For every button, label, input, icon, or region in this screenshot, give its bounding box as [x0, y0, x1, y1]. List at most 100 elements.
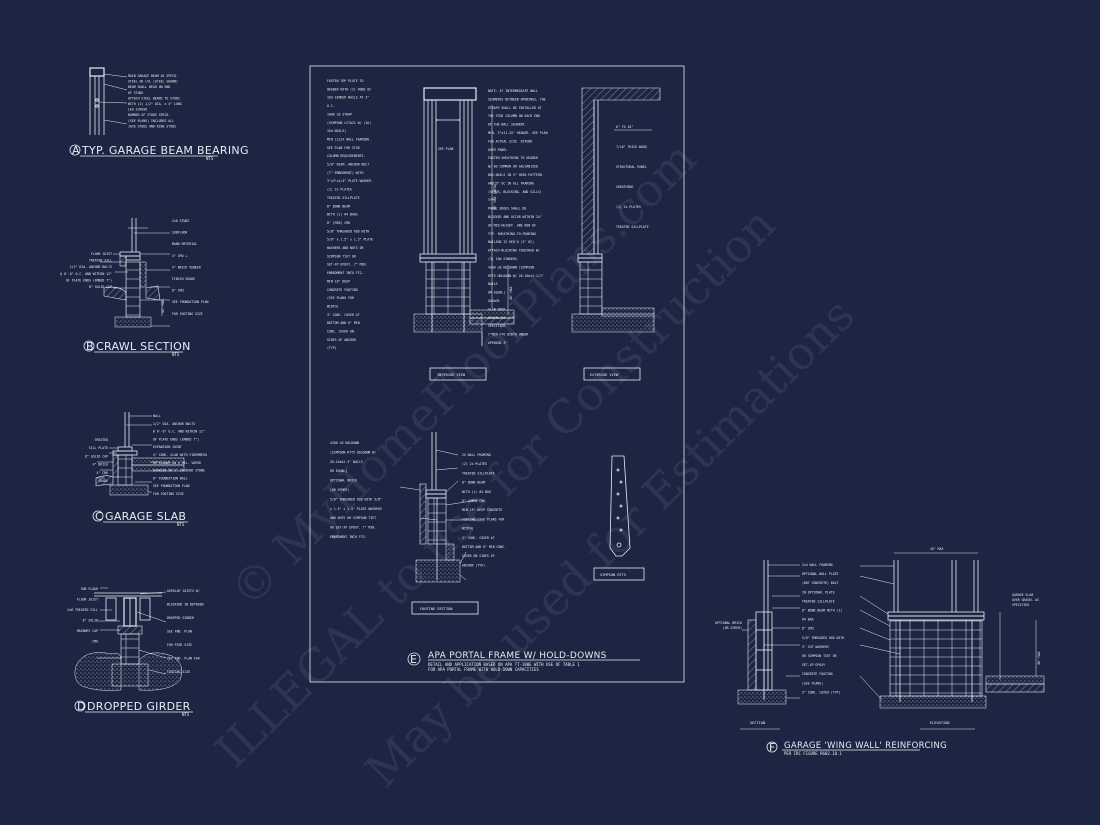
note-text: EXPANSION JOINT: [153, 445, 182, 449]
note-text: (2) 2x PLATES: [616, 205, 641, 209]
note-text: 4200 LB HOLDOWN (SIMPSON: [488, 265, 534, 269]
note-text: 3"x3"x1/4" PLATE WASHER.: [327, 179, 373, 183]
note-text: 2X WALL FRAMING: [462, 453, 491, 457]
note-text: (SIMPSON HTT5 HOLDOWN W/: [330, 450, 376, 454]
note-text: OPTIONAL WALL PLATE: [802, 572, 839, 576]
note-text: AND 3" OC IN ALL FRAMING: [488, 181, 534, 185]
note-text: BOTTOM AND 6" MIN: [327, 321, 360, 325]
detail-f-subtitle: PER IRC FIGURE R602.10.1: [784, 751, 842, 756]
note-text: OR SET-XP EPOXY. 7" MIN.: [330, 526, 376, 530]
note-text: SEGMENTS BETWEEN OPENINGS, THE: [488, 97, 546, 101]
label-simpson-htt5: SIMPSON HTT5: [600, 573, 626, 577]
note-text: SLAB OVER: [488, 307, 505, 311]
elevation-dim-side: 48" MAX: [1037, 651, 1041, 665]
detail-e-subtitle1: DETAIL AND APPLICATION BASED ON APA TT-1…: [428, 662, 580, 667]
note-text: BAND MATERIAL: [172, 242, 197, 246]
note-text: PANEL EDGES SHALL BE: [488, 207, 526, 211]
note-text: OR EQUAL): [488, 291, 505, 295]
note-text: FLOOR JOIST: [91, 252, 112, 256]
note-text: WIDTH): [327, 304, 339, 308]
note-text: SEE FND. PLAN FOR: [167, 657, 200, 661]
note-text: 8" CMU: [172, 289, 184, 293]
note-text: CONCRETE FOOTING: [802, 672, 833, 676]
note-text: OR SIMPSON TIET OR: [802, 654, 837, 658]
note-text: WALL: [153, 414, 161, 418]
note-text: 8" (MIN) CMU: [462, 499, 485, 503]
note-text: TYP.: [488, 198, 496, 202]
note-text: FINISH GRADE: [172, 277, 195, 281]
note-text: (TYP): [327, 346, 337, 350]
note-text: MIN. 3"x11.25" HEADER. SEE PLAN: [488, 131, 548, 135]
note-text: (STUDS, BLOCKING, AND SILLS): [488, 190, 542, 194]
note-text: FOR FOOTING SIZE: [153, 492, 184, 496]
note-text: OVER GRAVEL AS: [1012, 598, 1039, 602]
note-text: SET-XP EPOXY: [802, 663, 825, 667]
note-text: ANCHOR (TYP): [462, 563, 485, 567]
note-text: ATTACH BLOCKING TOGETHER W/: [488, 249, 540, 253]
note-text: (SEE PLANS): [802, 681, 823, 685]
footing-section: FOOTING SECTION: [399, 432, 479, 615]
note-text: TREATED SILLPLATE: [327, 196, 360, 200]
note-text: TYP. SHEATHING-TO-FRAMING: [488, 232, 536, 236]
interior-dim-low: 48" MAX: [509, 286, 513, 300]
note-text: EMBEDMENT INTO FTG.: [327, 271, 364, 275]
note-text: DROPPED GIRDER: [167, 616, 194, 620]
note-text: SPECIFIED: [1012, 603, 1029, 607]
note-text: 8" CMU: [802, 627, 814, 631]
label-exterior-view: EXTERIOR VIEW: [590, 373, 619, 377]
detail-f-letter: F: [769, 741, 776, 754]
note-text: MIN (2)2X WALL FRAMING.: [327, 137, 371, 141]
note-text: SILL PLATE: [89, 446, 108, 450]
elevation-dim-top: 16" MAX: [930, 547, 944, 551]
note-text: BARRIER ON 4" CRUSHED STONE: [153, 469, 205, 473]
note-text: LAG SCREWS: [128, 108, 147, 112]
note-text: FLOOR JOIST: [77, 598, 98, 602]
note-text: STEEL OR LVL (STEEL SHOWN): [128, 80, 178, 84]
note-text: OVER PANEL: [488, 148, 507, 152]
note-text: OF MID-HEIGHT. ONE ROW OF: [488, 223, 536, 227]
note-text: SEE FOUNDATION PLAN: [172, 300, 209, 304]
note-text: 2x4 WALL FRAMING: [802, 563, 833, 567]
note-text: JACK STUDS AND KING STUDS: [128, 124, 176, 128]
note-text: 2x6 TREATED SILL: [67, 608, 98, 612]
note-text: GRAVEL AS: [488, 316, 505, 320]
note-text: 2x6 STUDS: [172, 219, 189, 223]
detail-d-title: DROPPED GIRDER: [87, 700, 191, 713]
note-text: IN OPTIONAL PLATE: [802, 590, 835, 594]
detail-b-letter: B: [86, 340, 94, 353]
note-text: (SIMPSON LSTA21 W/ (16): [327, 121, 371, 125]
detail-e-border: [309, 65, 685, 683]
label-interior-view: INTERIOR VIEW: [437, 373, 466, 377]
note-text: NOTE: AT INTERMEDIATE WALL: [488, 89, 538, 93]
note-text: 6" TO 18": [616, 125, 633, 129]
exterior-view: EXTERIOR VIEW: [571, 87, 661, 381]
note-text: GARAGE SLAB: [1012, 593, 1033, 597]
note-text: COVER ON SIDES OF: [462, 554, 495, 558]
note-text: TREATED SILL: [89, 259, 112, 263]
label-section: SECTION: [750, 721, 765, 725]
note-text: 5/8" THREADED ROD WITH: [802, 636, 844, 640]
note-text: NAILS: [488, 282, 498, 286]
note-text: OR 6X6WWM ON 6 MIL. VAPOR: [153, 461, 201, 465]
note-text: FOOTING (SEE PLANS FOR: [462, 517, 504, 521]
note-text: 4" CMU: [96, 471, 108, 475]
detail-c-title: GARAGE SLAB: [105, 510, 186, 523]
note-text: ATTACH STEEL BEAMS TO STUDS: [128, 96, 180, 100]
note-text: (OR OTHER): [330, 488, 349, 492]
note-text: FOR ACTUAL SIZE. EXTEND: [488, 139, 532, 143]
note-text: 1/2" DIA. ANCHOR BOLTS: [153, 422, 195, 426]
note-text: 3" CONC. COVER AT: [462, 536, 495, 540]
note-text: 1000 LB STRAP: [327, 112, 352, 116]
note-text: TREATED SILLPLATE: [616, 225, 649, 229]
note-text: 5/8" THREADED ROD WITH 5/8": [330, 497, 382, 501]
detail-e-letter: E: [410, 653, 417, 666]
note-text: 16d SINKER NAILS AT 3": [327, 96, 369, 100]
note-text: THE STUD COLUMN ON EACH END: [488, 114, 540, 118]
detail-c-scale: NTS: [177, 522, 185, 527]
note-text: STRAPS SHALL BE INSTALLED AT: [488, 106, 542, 110]
note-text: BOX NAILS IN 3" GRID PATTERN: [488, 173, 542, 177]
note-text: HTT5 HOLDOWN W/ 26-16dx2-1/2": [488, 274, 544, 278]
note-text: CONCRETE FOOTING: [327, 288, 358, 292]
detail-f-wing-wall: SECTION 16" MAX 48" MAX ELEVATION: [715, 547, 1045, 756]
note-text: 4200 LB HOLDOWN: [330, 441, 359, 445]
